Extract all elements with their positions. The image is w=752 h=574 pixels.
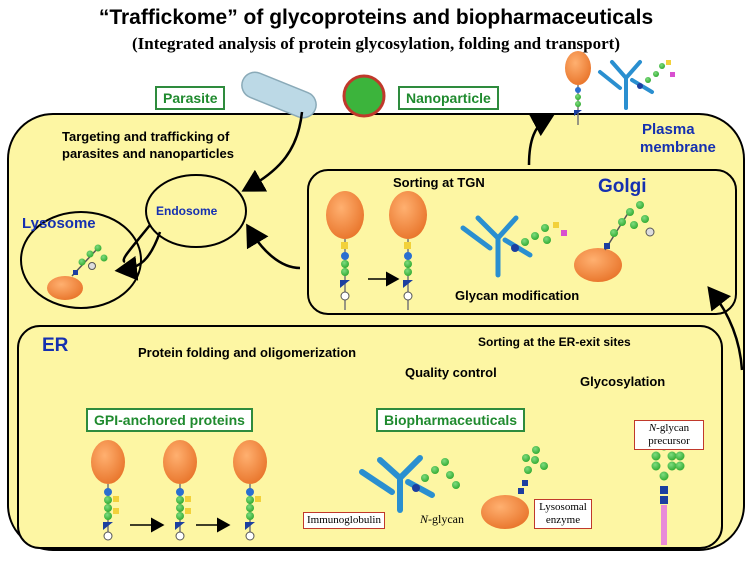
gpi-protein-3: [233, 440, 267, 541]
parasite-shape: [241, 71, 317, 119]
sorting-er-exit-text: Sorting at the ER-exit sites: [478, 335, 631, 349]
er-antibody-glycan: [412, 458, 460, 492]
lysosome-label: Lysosome: [22, 215, 96, 232]
lysosome-enzyme-glycan: [71, 244, 108, 277]
gpi-protein-2: [163, 440, 197, 541]
er-enzyme-glycan: [518, 446, 548, 494]
n-glycan-precursor-line2: precursor: [648, 435, 690, 447]
n-glycan-precursor-italic: N: [648, 422, 657, 434]
arrow-golgi-endosome: [246, 223, 301, 270]
page-subtitle: (Integrated analysis of protein glycosyl…: [132, 34, 620, 53]
lysosomal-enzyme-line2: enzyme: [545, 514, 581, 526]
n-glycan-label-rest: -glycan: [428, 512, 464, 526]
n-glycan-label: N-glycan: [420, 512, 464, 527]
quality-control-text: Quality control: [405, 365, 497, 380]
nanoparticle-label: Nanoparticle: [398, 86, 499, 110]
lysosomal-enzyme-line1: Lysosomal: [539, 501, 587, 513]
golgi-enzyme: [574, 248, 622, 282]
biopharmaceuticals-label: Biopharmaceuticals: [376, 408, 526, 432]
gpi-anchored-label: GPI-anchored proteins: [86, 408, 253, 432]
lysosome-enzyme: [47, 276, 83, 300]
n-glycan-precursor-rest: -glycan: [656, 422, 690, 434]
plasma-antibody-glycan: [637, 60, 675, 89]
arrow-parasite-endosome: [241, 111, 304, 192]
er-compartment: [17, 325, 723, 549]
endosome-label: Endosome: [156, 204, 218, 218]
n-glycan-precursor-line1: N-glycan: [638, 422, 700, 435]
gpi-protein-1: [91, 440, 125, 541]
golgi-label: Golgi: [598, 176, 647, 197]
plasma-membrane-label-line1: Plasma: [642, 121, 695, 138]
immunoglobulin-label: Immunoglobulin: [303, 512, 385, 529]
lysosomal-enzyme-label: Lysosomal enzyme: [534, 499, 592, 529]
sorting-tgn-text: Sorting at TGN: [393, 175, 485, 190]
protein-folding-text: Protein folding and oligomerization: [138, 345, 357, 360]
arrow-golgi-plasma: [527, 114, 555, 166]
n-glycan-label-italic: N: [420, 512, 429, 526]
targeting-text-line2: parasites and nanoparticles: [62, 146, 234, 161]
arrow-er-golgi: [707, 286, 744, 371]
plasma-membrane-label-line2: membrane: [640, 139, 716, 156]
golgi-enzyme-glycan: [604, 201, 655, 251]
endosome-compartment: [145, 174, 247, 248]
page-title: “Traffickome” of glycoproteins and bioph…: [98, 6, 654, 29]
er-lysosomal-enzyme: [481, 495, 529, 529]
golgi-antibody-glycan: [511, 222, 567, 252]
plasma-gpi-protein: [565, 51, 591, 125]
nanoparticle-shape: [342, 74, 386, 118]
golgi-gpi-protein-2: [389, 191, 427, 310]
arrow-endosome-lysosome: [114, 231, 162, 281]
glycosylation-text: Glycosylation: [580, 374, 666, 389]
parasite-label: Parasite: [155, 86, 226, 110]
targeting-text-line1: Targeting and trafficking of: [62, 129, 230, 144]
n-glycan-precursor-label: N-glycan precursor: [634, 420, 704, 450]
er-label: ER: [42, 335, 69, 356]
er-antibody: [359, 455, 435, 513]
plasma-antibody: [598, 60, 654, 110]
glycan-modification-text: Glycan modification: [455, 288, 580, 303]
golgi-gpi-protein-1: [326, 191, 364, 310]
